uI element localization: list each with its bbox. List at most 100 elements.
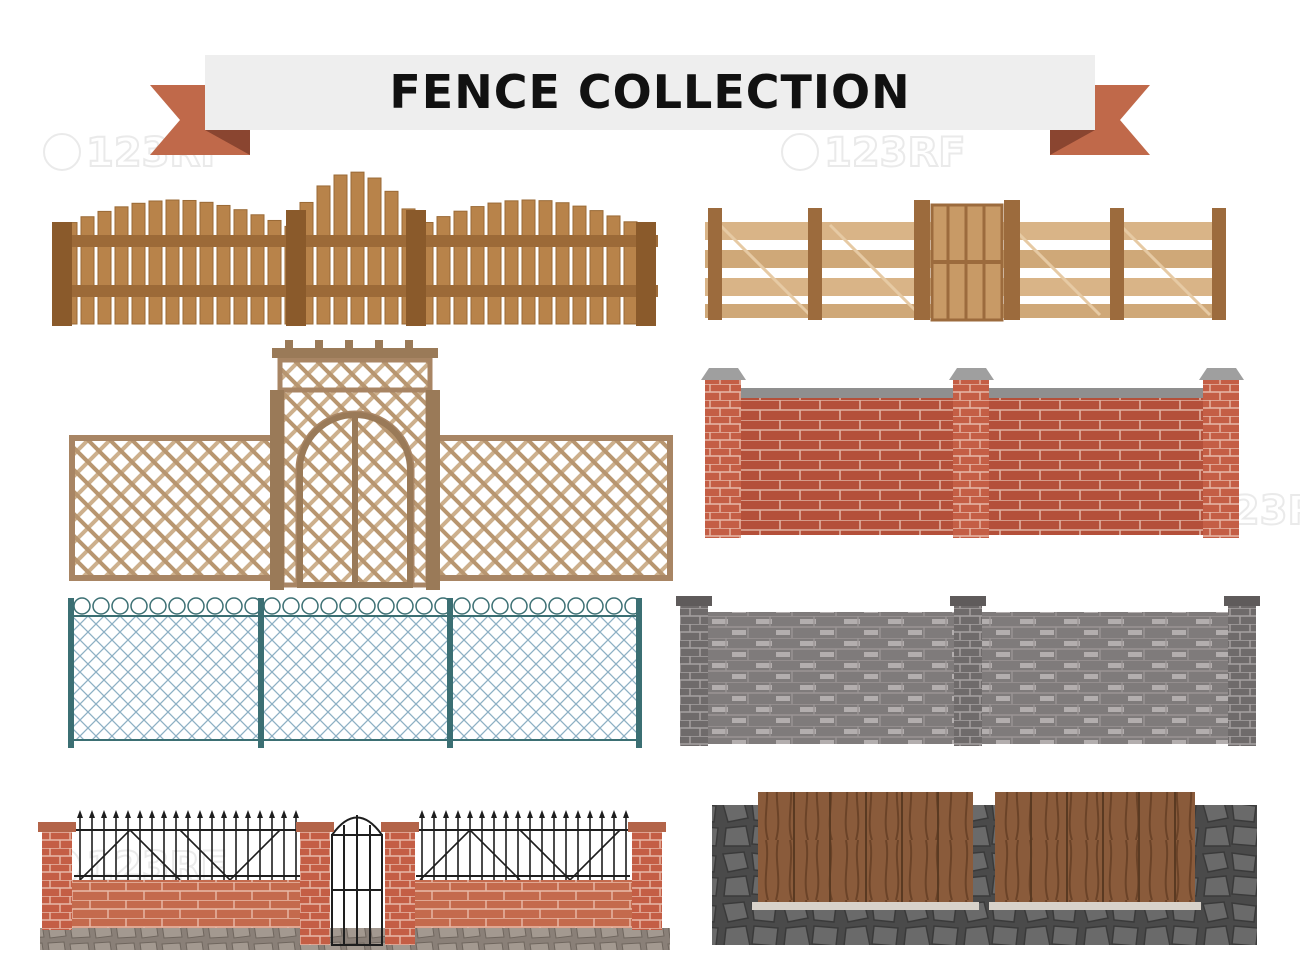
iron-spear-tip xyxy=(431,810,437,818)
razor-coil xyxy=(320,597,338,615)
razor-coil xyxy=(92,597,110,615)
razor-coil xyxy=(301,597,319,615)
lattice-post-right xyxy=(426,390,440,590)
razor-coil xyxy=(111,597,129,615)
iron-spear-tip xyxy=(113,810,119,818)
fence-wooden-picket-arched xyxy=(52,171,658,326)
iron-spear-tip xyxy=(269,810,275,818)
panel-sill-left xyxy=(752,902,979,910)
post-left xyxy=(52,222,72,326)
picket-board xyxy=(350,171,365,325)
iron-spear-tip xyxy=(293,810,299,818)
post-gate-right xyxy=(406,210,426,326)
razor-coil xyxy=(225,597,243,615)
fence-red-brick-wall xyxy=(701,368,1244,538)
iron-spear-tip xyxy=(491,810,497,818)
razor-coil xyxy=(586,597,604,615)
razor-wire-coils xyxy=(73,597,642,615)
picket-board xyxy=(555,202,570,325)
lattice-panel-right xyxy=(427,435,673,581)
plank-gate xyxy=(930,203,1004,322)
iron-spear-tip xyxy=(599,810,605,818)
picket-board xyxy=(333,174,348,325)
fence-grey-brick-wall xyxy=(676,596,1260,746)
grey-pillar xyxy=(1224,596,1260,746)
picket-board xyxy=(367,177,382,325)
razor-coil xyxy=(453,597,471,615)
iron-spear-tip xyxy=(185,810,191,818)
iron-spear-tip xyxy=(149,810,155,818)
fence-wooden-lattice-with-arch-gate xyxy=(69,340,673,590)
iron-spear-tip xyxy=(89,810,95,818)
mesh-panels xyxy=(72,615,640,740)
picket-board xyxy=(589,210,604,325)
lattice-panel-left xyxy=(69,435,285,581)
iron-spear-tip xyxy=(77,810,83,818)
ribbon-left-fold xyxy=(205,130,250,155)
grey-pillar xyxy=(676,596,712,746)
panel-sill-right xyxy=(989,902,1201,910)
razor-coil xyxy=(187,597,205,615)
post-gate-left xyxy=(286,210,306,326)
razor-coil xyxy=(567,597,585,615)
plank-posts xyxy=(708,200,1226,320)
razor-coil xyxy=(415,597,433,615)
iron-spear-tip xyxy=(137,810,143,818)
razor-coil xyxy=(358,597,376,615)
picket-board xyxy=(216,204,231,325)
wood-panel-seams xyxy=(793,792,1176,902)
iron-spear-tip xyxy=(587,810,593,818)
rail-lower xyxy=(58,285,658,297)
iron-spear-tip xyxy=(161,810,167,818)
razor-coil xyxy=(548,597,566,615)
picket-board xyxy=(453,210,468,325)
ribbon-right-fold xyxy=(1050,130,1095,155)
razor-coil xyxy=(130,597,148,615)
picket-board xyxy=(114,206,129,325)
iron-spear-tip xyxy=(197,810,203,818)
iron-spear-tip xyxy=(245,810,251,818)
watermark-text: 123RF xyxy=(824,130,966,176)
low-brick-wall-right xyxy=(410,880,632,930)
picket-board xyxy=(165,199,180,325)
iron-spear-tip xyxy=(173,810,179,818)
brick-pillar xyxy=(949,368,994,538)
grey-pillar xyxy=(950,596,986,746)
picket-board xyxy=(80,216,95,325)
razor-coil xyxy=(377,597,395,615)
iron-spear-tip xyxy=(611,810,617,818)
mesh-posts xyxy=(68,598,642,748)
razor-coil xyxy=(206,597,224,615)
fence-wrought-iron-on-brick xyxy=(38,810,670,950)
iron-spear-tip xyxy=(455,810,461,818)
picket-board xyxy=(538,200,553,325)
iron-spear-tip xyxy=(281,810,287,818)
fence-wooden-plank-rail xyxy=(705,200,1226,322)
fence-wood-panels-on-stone xyxy=(712,792,1257,945)
picket-board xyxy=(182,199,197,325)
picket-board xyxy=(504,200,519,325)
iron-spear-tip xyxy=(527,810,533,818)
picket-board xyxy=(199,201,214,325)
iron-spear-tip xyxy=(563,810,569,818)
picket-board xyxy=(470,206,485,325)
fence-chain-link-mesh xyxy=(68,597,642,748)
iron-spear-tip xyxy=(443,810,449,818)
picket-board xyxy=(250,214,265,325)
lattice-post-left xyxy=(270,390,284,590)
rail-upper xyxy=(58,235,658,247)
picket-board xyxy=(487,202,502,325)
iron-spear-tip xyxy=(419,810,425,818)
iron-spear-tip xyxy=(221,810,227,818)
picket-board xyxy=(148,200,163,325)
iron-spear-tip xyxy=(539,810,545,818)
iron-spear-tip xyxy=(101,810,107,818)
picket-board xyxy=(384,190,399,325)
picket-board xyxy=(131,202,146,325)
razor-coil xyxy=(149,597,167,615)
razor-coil xyxy=(472,597,490,615)
stone-footing xyxy=(40,928,670,950)
picket-board xyxy=(436,216,451,325)
razor-coil xyxy=(396,597,414,615)
